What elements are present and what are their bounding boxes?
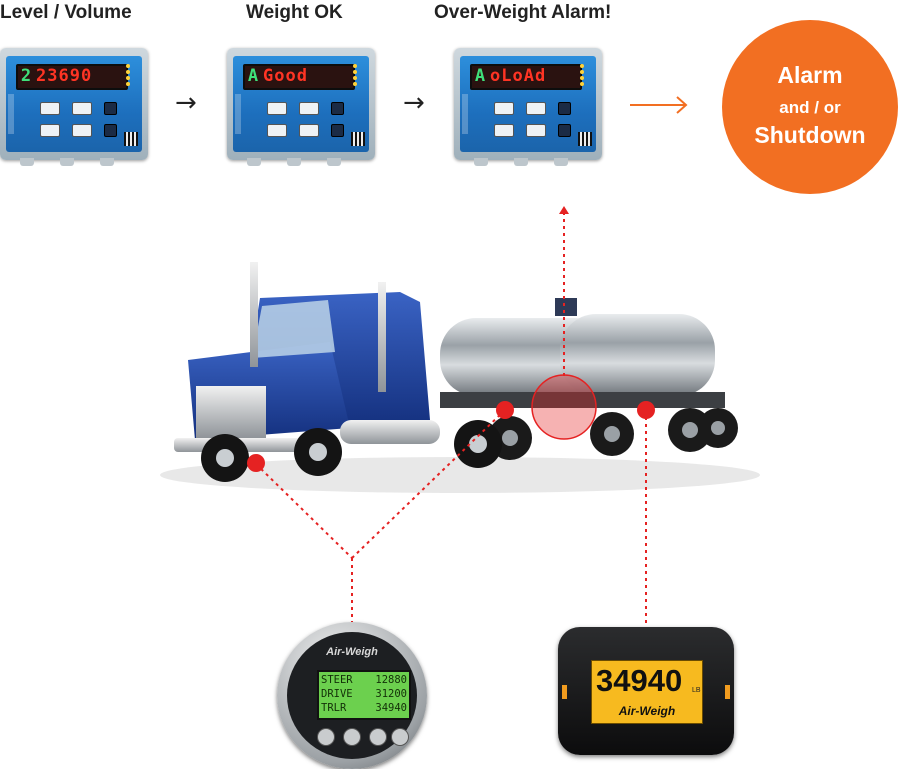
caption-level-volume: Level / Volume <box>0 2 132 23</box>
display-reading: 23690 <box>36 66 93 86</box>
keypad-button <box>72 102 92 115</box>
display-channel: A <box>247 66 259 86</box>
keypad-button <box>40 124 60 137</box>
alarm-connector-label: and / or <box>779 98 841 117</box>
qr-code-icon <box>351 132 365 146</box>
caption-over-weight-alarm: Over-Weight Alarm! <box>434 2 612 23</box>
display-channel: A <box>474 66 486 86</box>
weight-value: 34940 <box>596 663 683 698</box>
weight-unit: LB <box>692 687 701 694</box>
caption-weight-ok: Weight OK <box>246 2 343 23</box>
keypad-button <box>72 124 92 137</box>
controller-panel-level: 2 23690 <box>0 48 148 166</box>
controller-panel-weight-ok: A Good <box>227 48 375 166</box>
gauge-button <box>391 728 409 746</box>
arrow-down-icon <box>104 124 117 137</box>
keypad-button <box>299 124 319 137</box>
display-channel: 2 <box>20 66 32 86</box>
arrow-up-icon <box>104 102 117 115</box>
gauge-brand-logo: Air-Weigh <box>326 646 378 658</box>
keypad-button <box>299 102 319 115</box>
keypad-button <box>267 102 287 115</box>
qr-code-icon <box>124 132 138 146</box>
display-brand-logo: Air-Weigh <box>618 704 676 718</box>
orange-arrow-icon <box>630 96 688 114</box>
controller-display: A Good <box>243 64 355 90</box>
arrow-down-icon <box>558 124 571 137</box>
keypad-button <box>267 124 287 137</box>
alarm-shutdown-circle: Alarm and / or Shutdown <box>722 20 898 194</box>
alarm-label: Alarm <box>777 62 843 88</box>
controller-display: A oLoAd <box>470 64 582 90</box>
gauge-button <box>317 728 335 746</box>
rectangular-weight-display: 34940 LB Air-Weigh <box>558 627 734 755</box>
arrow-down-icon <box>331 124 344 137</box>
flow-arrow-icon: → <box>403 88 425 118</box>
flow-arrow-icon: → <box>175 88 197 118</box>
arrow-up-icon <box>558 102 571 115</box>
display-reading: Good <box>263 66 308 86</box>
keypad-button <box>526 102 546 115</box>
arrow-up-icon <box>331 102 344 115</box>
keypad-button <box>494 102 514 115</box>
gauge-down-button <box>369 728 387 746</box>
keypad-button <box>526 124 546 137</box>
keypad-button <box>40 102 60 115</box>
shutdown-label: Shutdown <box>754 122 866 148</box>
gauge-up-button <box>343 728 361 746</box>
display-screen: 34940 LB Air-Weigh <box>591 660 703 724</box>
controller-panel-overload: A oLoAd <box>454 48 602 166</box>
controller-display: 2 23690 <box>16 64 128 90</box>
keypad-button <box>494 124 514 137</box>
display-reading: oLoAd <box>490 66 547 86</box>
qr-code-icon <box>578 132 592 146</box>
